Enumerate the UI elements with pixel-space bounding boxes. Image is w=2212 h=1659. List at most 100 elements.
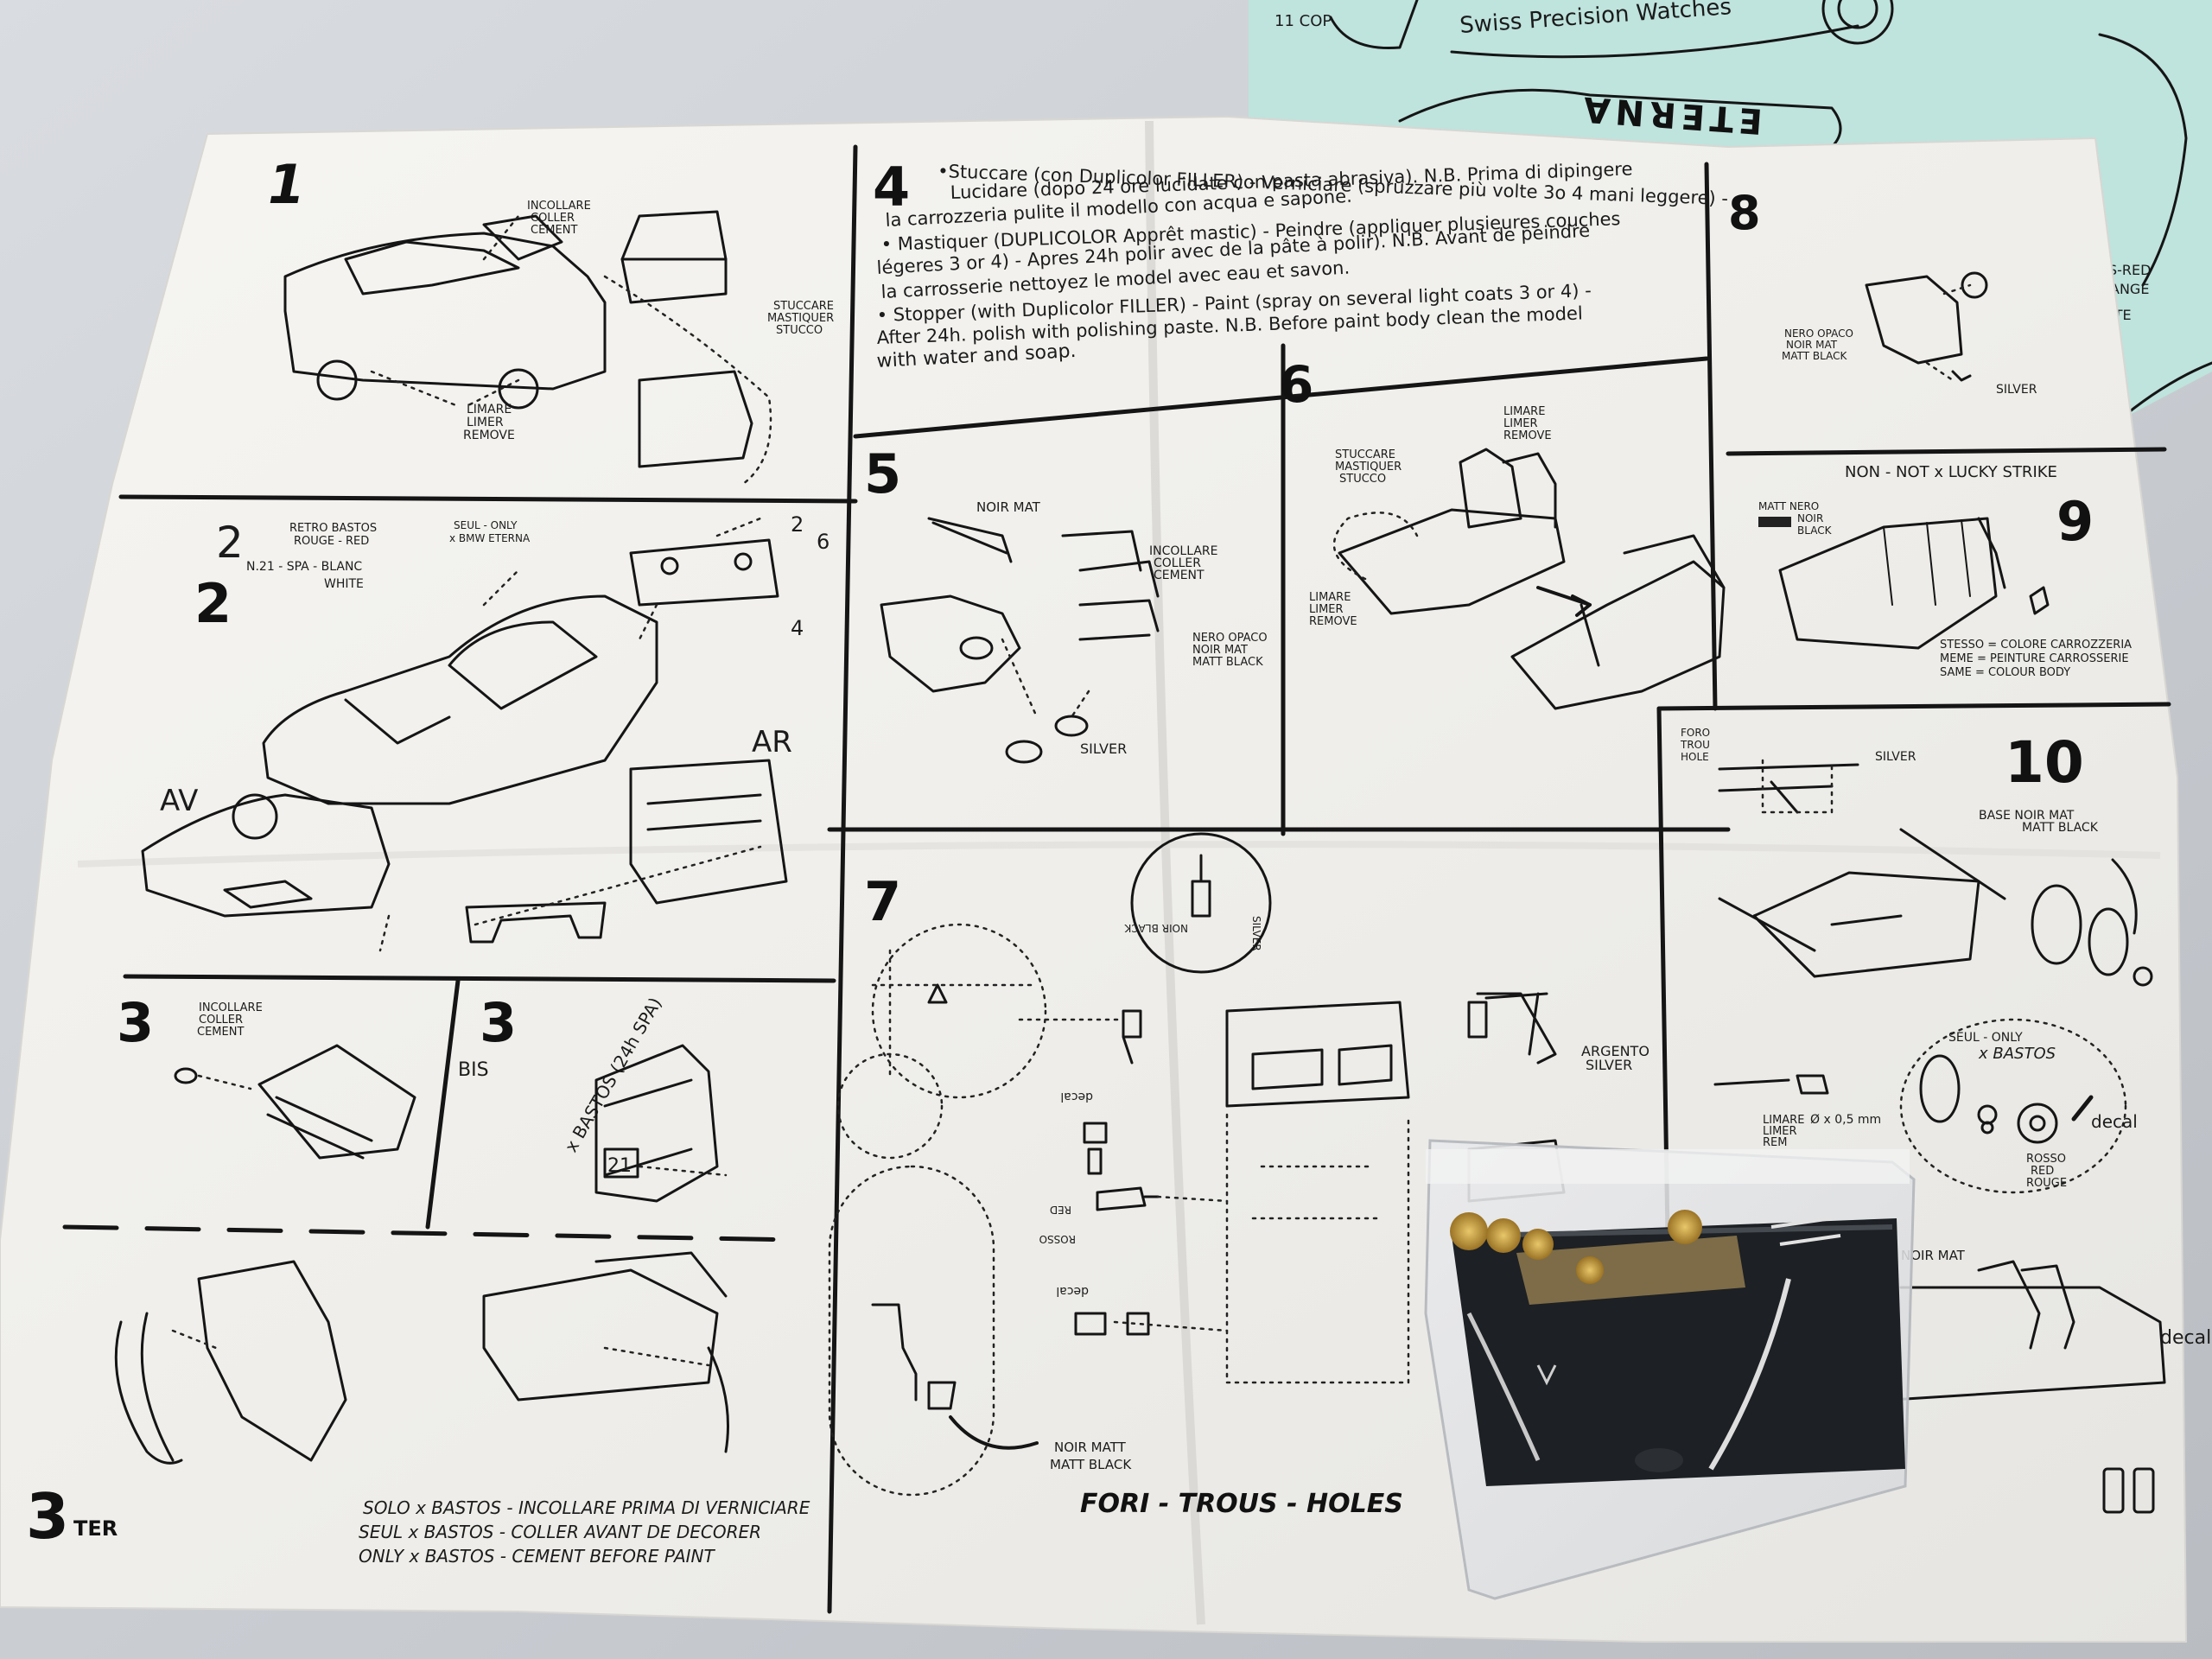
step-7-noir-matt-2: MATT BLACK xyxy=(1050,1457,1132,1472)
step-6-limare-bottom-1: LIMARE xyxy=(1309,591,1351,604)
step-2: 2 2 RETRO BASTOS ROUGE - RED N.21 - SPA … xyxy=(141,512,830,952)
step-2-n2: 2 xyxy=(791,512,804,537)
step-10-size: Ø x 0,5 mm xyxy=(1810,1113,1881,1127)
photo-etch-parts-bag xyxy=(1424,1139,1916,1600)
step-6-stuccare-3: STUCCO xyxy=(1339,473,1386,486)
step-7-argento-2: SILVER xyxy=(1586,1057,1632,1073)
step-1-limare-3: REMOVE xyxy=(463,429,515,442)
step-9-matt-2: NOIR xyxy=(1797,512,1823,524)
step-1: 1 INCOLLARE COLLER CEMENT STUCCARE MASTI… xyxy=(268,153,834,486)
step-10-base-2: MATT BLACK xyxy=(2022,821,2099,835)
step-10-foro-1: FORO xyxy=(1681,727,1710,739)
step-2-ar: AR xyxy=(752,725,792,760)
step-2-number: 2 xyxy=(194,572,232,635)
decal-text-ange: ANGE xyxy=(2110,281,2149,297)
step-8-nero-3: MATT BLACK xyxy=(1782,350,1847,362)
step-6-limare-bottom-3: REMOVE xyxy=(1309,615,1357,628)
step-5: 5 NOIR MAT INCOLLARE COLLER CEMENT NERO … xyxy=(864,442,1268,764)
step-10-limare-2: LIMER xyxy=(1763,1125,1797,1138)
step-3-ter-line-1: SOLO x BASTOS - INCOLLARE PRIMA DI VERNI… xyxy=(363,1497,810,1518)
step-6-limare-top-1: LIMARE xyxy=(1503,405,1545,418)
step-10-base-1: BASE NOIR MAT xyxy=(1979,809,2075,823)
step-7-rosso-1: ROSSO xyxy=(1039,1233,1076,1245)
step-3-ter-number: 3 xyxy=(26,1480,69,1553)
decal-text-code: 11 COP xyxy=(1274,12,1332,30)
step-2-n6: 6 xyxy=(817,530,830,554)
step-3-ter-label: TER xyxy=(73,1516,118,1541)
step-1-stuccare-3: STUCCO xyxy=(776,324,823,337)
step-5-number: 5 xyxy=(864,442,901,505)
step-9-stesso-3: SAME = COLOUR BODY xyxy=(1940,666,2070,679)
step-5-nero-3: MATT BLACK xyxy=(1192,656,1263,669)
step-8-nero-2: NOIR MAT xyxy=(1786,339,1838,351)
step-7-decal-1: decal xyxy=(1060,1090,1093,1103)
step-9-matt-1: MATT NERO xyxy=(1758,500,1819,512)
step-9-matt-3: BLACK xyxy=(1797,524,1833,537)
step-3-incollare-3: CEMENT xyxy=(197,1026,244,1039)
step-2-retro-1: RETRO BASTOS xyxy=(289,522,377,535)
step-9-stesso-2: MEME = PEINTURE CARROSSERIE xyxy=(1940,652,2129,665)
step-10: 10 FORO TROU HOLE SILVER BASE NOIR MAT M… xyxy=(1680,727,2211,1514)
step-5-nero-2: NOIR MAT xyxy=(1192,644,1248,657)
step-3-bis-number: 3 xyxy=(480,991,517,1054)
step-9-stesso-1: STESSO = COLORE CARROZZERIA xyxy=(1940,639,2132,652)
step-10-rosso-3: ROUGE xyxy=(2026,1177,2067,1190)
step-2-seul-2: x BMW ETERNA xyxy=(449,532,531,544)
step-3-ter-line-2: SEUL x BASTOS - COLLER AVANT DE DECORER xyxy=(359,1522,761,1542)
step-10-foro-3: HOLE xyxy=(1681,751,1709,763)
step-7-rosso-2: RED xyxy=(1050,1204,1071,1216)
step-3: 3 INCOLLARE COLLER CEMENT xyxy=(117,991,416,1160)
step-2-n21: N.21 - SPA - BLANC xyxy=(246,560,362,574)
step-1-limare-2: LIMER xyxy=(467,416,504,429)
step-6-number: 6 xyxy=(1279,355,1313,414)
step-7-number: 7 xyxy=(864,870,901,933)
step-1-number: 1 xyxy=(268,153,305,216)
step-9: NON - NOT x LUCKY STRIKE 9 MATT NERO NOI… xyxy=(1758,463,2132,679)
step-7-silver: SILVER xyxy=(1250,916,1262,951)
step-3-incollare-1: INCOLLARE xyxy=(199,1001,263,1014)
step-8-silver: SILVER xyxy=(1996,383,2037,397)
step-10-number: 10 xyxy=(2005,729,2084,796)
step-7-argento-1: ARGENTO xyxy=(1581,1043,1649,1059)
step-7-fori: FORI - TROUS - HOLES xyxy=(1080,1489,1403,1519)
step-2-seul-1: SEUL - ONLY xyxy=(454,519,518,531)
step-7-noir-matt-1: NOIR MATT xyxy=(1054,1440,1127,1455)
step-10-limare-1: LIMARE xyxy=(1763,1114,1804,1127)
step-2-number-small: 2 xyxy=(216,518,244,568)
step-7-noir-black: NOIR BLACK xyxy=(1123,922,1188,934)
step-8-nero-1: NERO OPACO xyxy=(1784,327,1853,340)
step-3-number: 3 xyxy=(117,991,154,1054)
step-3-incollare-2: COLLER xyxy=(199,1014,243,1027)
step-6-limare-top-2: LIMER xyxy=(1503,417,1538,430)
step-3-bis-label: BIS xyxy=(458,1059,489,1081)
decal-text-red: S-RED xyxy=(2108,262,2151,278)
step-5-silver: SILVER xyxy=(1080,741,1127,757)
step-6-stuccare-1: STUCCARE xyxy=(1335,448,1395,461)
step-4-number: 4 xyxy=(873,156,910,219)
step-1-stuccare-2: MASTIQUER xyxy=(767,312,834,325)
step-3-ter-line-3: ONLY x BASTOS - CEMENT BEFORE PAINT xyxy=(359,1546,716,1567)
step-5-incollare-1: INCOLLARE xyxy=(1149,544,1217,558)
step-3-ter: 3 TER SOLO x BASTOS - INCOLLARE PRIMA DI… xyxy=(26,1251,810,1567)
step-2-n4: 4 xyxy=(791,616,804,640)
step-1-limare-1: LIMARE xyxy=(467,403,512,416)
step-10-decal-2: decal xyxy=(2160,1327,2211,1349)
step-10-noir-mat: NOIR MAT xyxy=(1901,1248,1966,1263)
step-8-number: 8 xyxy=(1728,186,1761,240)
step-1-incollare-2: COLLER xyxy=(531,212,575,225)
step-2-retro-2: ROUGE - RED xyxy=(294,535,369,548)
step-10-rosso-2: RED xyxy=(2031,1165,2054,1178)
step-10-seul-2: x BASTOS xyxy=(1978,1045,2056,1063)
step-7-decal-2: decal xyxy=(1056,1284,1089,1298)
step-5-incollare-3: CEMENT xyxy=(1154,569,1205,582)
step-9-header: NON - NOT x LUCKY STRIKE xyxy=(1845,463,2057,481)
step-10-foro-2: TROU xyxy=(1680,739,1710,751)
step-6-limare-bottom-2: LIMER xyxy=(1309,603,1344,616)
step-5-incollare-2: COLLER xyxy=(1154,556,1201,570)
step-10-seul-1: SEUL - ONLY xyxy=(1948,1031,2023,1045)
step-8: 8 NERO OPACO NOIR MAT MATT BLACK SILVER xyxy=(1728,186,2037,397)
step-6-stuccare-2: MASTIQUER xyxy=(1335,461,1402,474)
step-2-av: AV xyxy=(160,784,198,818)
step-1-stuccare-1: STUCCARE xyxy=(773,300,834,313)
